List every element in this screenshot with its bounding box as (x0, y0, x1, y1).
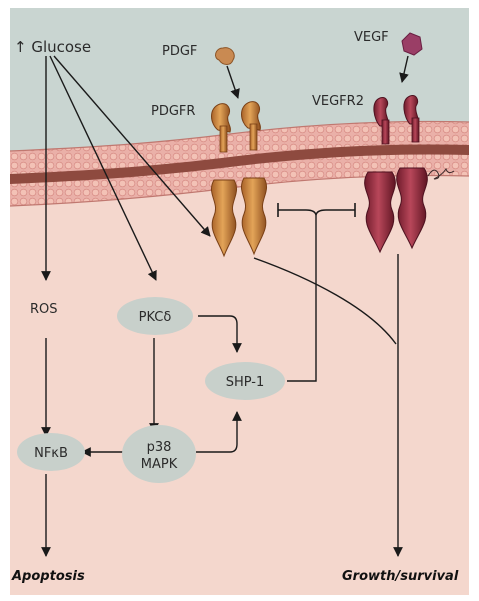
apoptosis-label: Apoptosis (11, 569, 85, 584)
nfkb-node (17, 433, 85, 471)
ros-label: ROS (30, 302, 58, 317)
artist-signature (427, 167, 455, 180)
pdgfr-receptor (210, 101, 268, 258)
shp1-label: SHP-1 (226, 375, 265, 390)
pathway-diagram: ↑ Glucose PDGF PDGFR VEGF VEGFR2 ROS PKC… (10, 8, 469, 595)
diagram-frame: ↑ Glucose PDGF PDGFR VEGF VEGFR2 ROS PKC… (10, 8, 469, 595)
shp1-inhibition-line (287, 216, 317, 382)
vegfr2-receptor (364, 95, 428, 254)
nfkb-label: NFκB (34, 446, 68, 461)
extracellular-space (10, 8, 469, 151)
pdgfr-label: PDGFR (151, 104, 195, 119)
p38-mapk-node (122, 425, 196, 483)
vegf-label: VEGF (354, 30, 389, 45)
shp1-inhibition-bracket (278, 209, 355, 217)
pdgfr-to-growth-line (253, 257, 397, 345)
glucose-label: ↑ Glucose (14, 38, 91, 56)
shp1-node (205, 362, 285, 400)
pkcd-label: PKCδ (139, 310, 172, 325)
p38-to-shp1-arrow (196, 411, 242, 453)
pdgf-binding-arrow (226, 65, 240, 99)
glucose-to-pkcd-arrow (49, 55, 157, 281)
mapk-label: MAPK (141, 457, 178, 472)
pdgf-ligand (215, 47, 235, 65)
glucose-to-pdgfr-arrow (53, 55, 211, 237)
pkcd-node (117, 297, 193, 335)
p38-label: p38 (147, 440, 172, 455)
vegf-binding-arrow (399, 55, 409, 83)
vegfr2-label: VEGFR2 (312, 94, 364, 109)
vegf-ligand (401, 32, 423, 56)
pkcd-to-shp1-arrow (198, 315, 242, 353)
pdgf-label: PDGF (162, 44, 197, 59)
growth-survival-label: Growth/survival (342, 569, 459, 584)
